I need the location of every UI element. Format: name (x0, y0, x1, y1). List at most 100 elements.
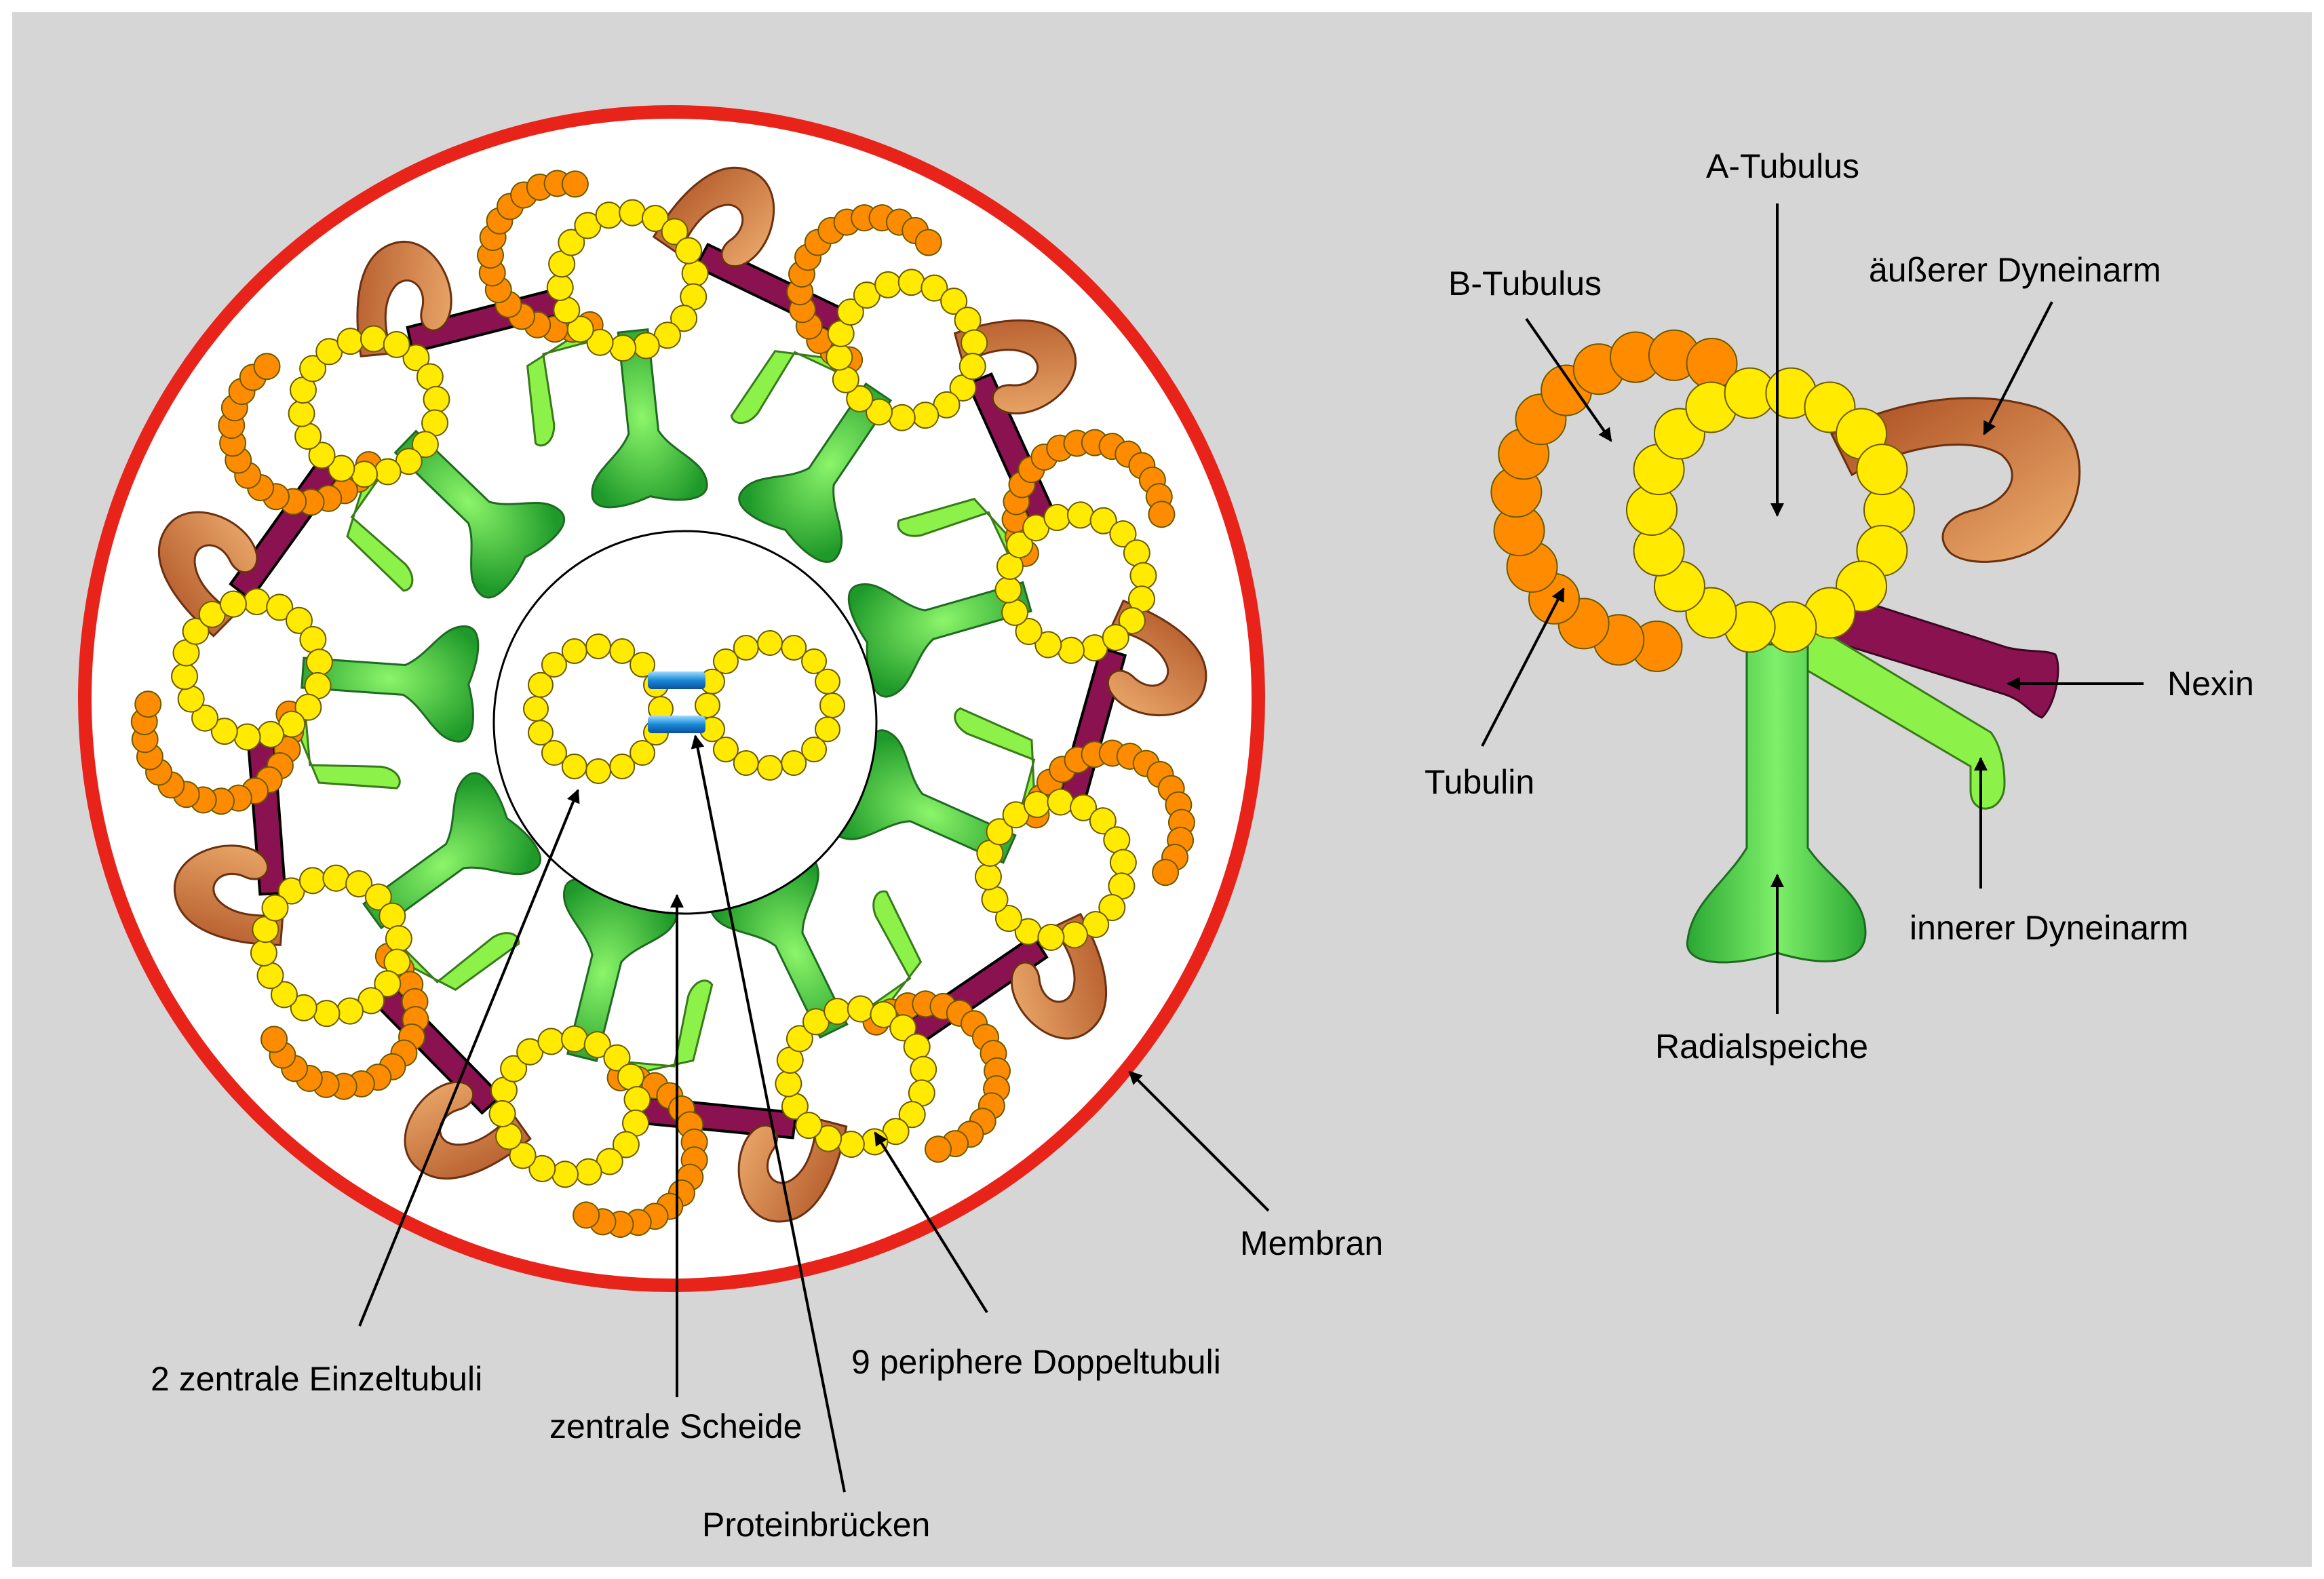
inner-dynein-arm (387, 932, 520, 991)
radial-spoke-1 (591, 328, 708, 509)
label-inner-dynein: innerer Dyneinarm (1910, 909, 2188, 947)
inner-dynein-arm (897, 497, 1027, 574)
a-tubulin-subunit (191, 704, 219, 732)
b-tubulin-subunit (925, 1135, 952, 1163)
a-tubulin-subunit (488, 1100, 516, 1128)
a-tubulin-subunit (266, 593, 294, 621)
a-tubulin-subunit (661, 218, 689, 246)
a-tubulin-subunit (837, 1131, 865, 1158)
a-tubulin-subunit (385, 924, 412, 952)
a-tubulin-subunit (1082, 911, 1110, 939)
peripheral-doublet-2 (786, 204, 988, 431)
b-tubulin-subunit (1152, 859, 1180, 886)
radial-spokes-layer (301, 328, 1032, 1062)
radial-spoke (738, 382, 893, 563)
a-tubulin-subunit (294, 423, 322, 450)
central-singlet-left-subunit (585, 633, 611, 659)
callout-b-tubule (1525, 317, 1612, 442)
callout-central-singlets (358, 789, 580, 1327)
central-singlet-left-subunit (609, 638, 636, 665)
callout-protein-bridges (691, 735, 846, 1493)
label-b-tubule: B-Tubulus (1448, 265, 1602, 303)
protein-bridge-top (648, 671, 705, 689)
a-tubulin-subunit (1103, 826, 1131, 854)
a-tubulin-subunit (516, 1038, 544, 1066)
a-tubulin-subunit (996, 552, 1024, 580)
outer-dynein-arm (158, 511, 258, 638)
inner-dynein-arm-7 (387, 932, 520, 991)
a-tubulin-subunit (954, 307, 982, 334)
outer-dynein-arm (404, 1080, 532, 1180)
a-tubulin-subunit (566, 315, 594, 343)
central-singlet-right-subunit (801, 737, 828, 763)
central-singlet-left-subunit (609, 753, 636, 779)
a-tubulin-subunit (1058, 636, 1085, 664)
a-tubulin-subunit (680, 283, 708, 311)
central-singlet-right-subunit (819, 693, 845, 718)
a-tubulin-subunit (1037, 923, 1065, 951)
label-membrane: Membran (1240, 1224, 1383, 1262)
detail-nexin (1830, 596, 2059, 719)
a-tubulin-subunit (1089, 507, 1117, 534)
inner-dynein-arm-8 (288, 698, 401, 790)
a-tubulin-subunit (596, 1148, 623, 1175)
callout-peripheral-doublets (874, 1131, 988, 1314)
b-tubulin-subunit (561, 170, 589, 198)
a-tubulin-subunit (958, 353, 986, 381)
a-tubulin-subunit (870, 1000, 897, 1028)
central-singlet-left-subunit (561, 638, 587, 665)
outer-dynein-arm-8 (158, 511, 258, 638)
a-tubulin-subunit (1006, 531, 1034, 559)
a-tubulin-subunit (198, 600, 226, 628)
a-tubulin-subunit (874, 271, 902, 298)
a-tubulin-subunit (586, 328, 614, 356)
b-tubulin-subunit (253, 353, 281, 381)
inner-dynein-arm-6 (607, 979, 714, 1078)
peripheral-doublet-3 (994, 429, 1176, 664)
a-tubulin-subunit (826, 343, 853, 371)
radial-spoke-7 (362, 772, 542, 930)
a-tubulin-subunit (981, 886, 1009, 914)
a-tubulin-subunit (1118, 607, 1146, 635)
label-tubulin: Tubulin (1425, 763, 1534, 801)
a-tubulin-subunit (351, 461, 379, 488)
a-tubulin-subunit (285, 606, 313, 634)
central-singlet-right-subunit (781, 635, 807, 661)
a-tubulin-subunit (500, 1055, 528, 1083)
label-outer-dynein: äußerer Dyneinarm (1869, 251, 2161, 289)
a-tubulin-subunit (933, 391, 961, 418)
radial-spoke-2 (738, 382, 893, 563)
a-tubulin-subunit (961, 329, 988, 357)
peripheral-doublet-5 (775, 990, 1011, 1163)
inner-dynein-arms-layer (288, 324, 1037, 1078)
inner-dynein-arm-4 (954, 707, 1037, 825)
a-tubulin-subunit (612, 1131, 640, 1158)
a-tubulin-subunit (1128, 585, 1156, 613)
a-tubulin-subunit (776, 1047, 804, 1074)
a-tubulin-subunit (336, 328, 364, 355)
a-tubulin-subunit (1102, 624, 1129, 652)
b-tubulin-subunit (260, 1026, 288, 1053)
a-tubulin-subunit (670, 305, 698, 332)
a-tubulin-subunit (1034, 631, 1062, 659)
a-tubulin-subunit (360, 325, 387, 353)
inner-dynein-arm-5 (854, 890, 923, 1024)
central-singlet-right-subunit (757, 755, 783, 781)
label-a-tubule: A-Tubulus (1706, 147, 1859, 185)
a-tubulin-subunit (383, 330, 410, 358)
a-tubulin-subunit (910, 1055, 937, 1083)
a-tubulin-subunit (336, 997, 364, 1025)
inner-dynein-arm (288, 698, 401, 790)
central-singlets-layer (523, 630, 845, 784)
label-radial-spoke: Radialspeiche (1655, 1028, 1868, 1066)
central-singlet-left-subunit (630, 651, 656, 678)
central-singlet-left-subunit (528, 720, 554, 746)
a-tubulin-subunit (182, 617, 210, 645)
label-central-sheath: zentrale Scheide (549, 1407, 802, 1445)
outer-dynein-arm-6 (404, 1080, 532, 1180)
inner-dynein-arm (954, 707, 1037, 825)
inner-dynein-arm-9 (346, 463, 414, 592)
inner-dynein-arm-3 (897, 497, 1027, 574)
a-tubulin-subunit (219, 590, 247, 618)
inner-dynein-arm (526, 324, 609, 447)
